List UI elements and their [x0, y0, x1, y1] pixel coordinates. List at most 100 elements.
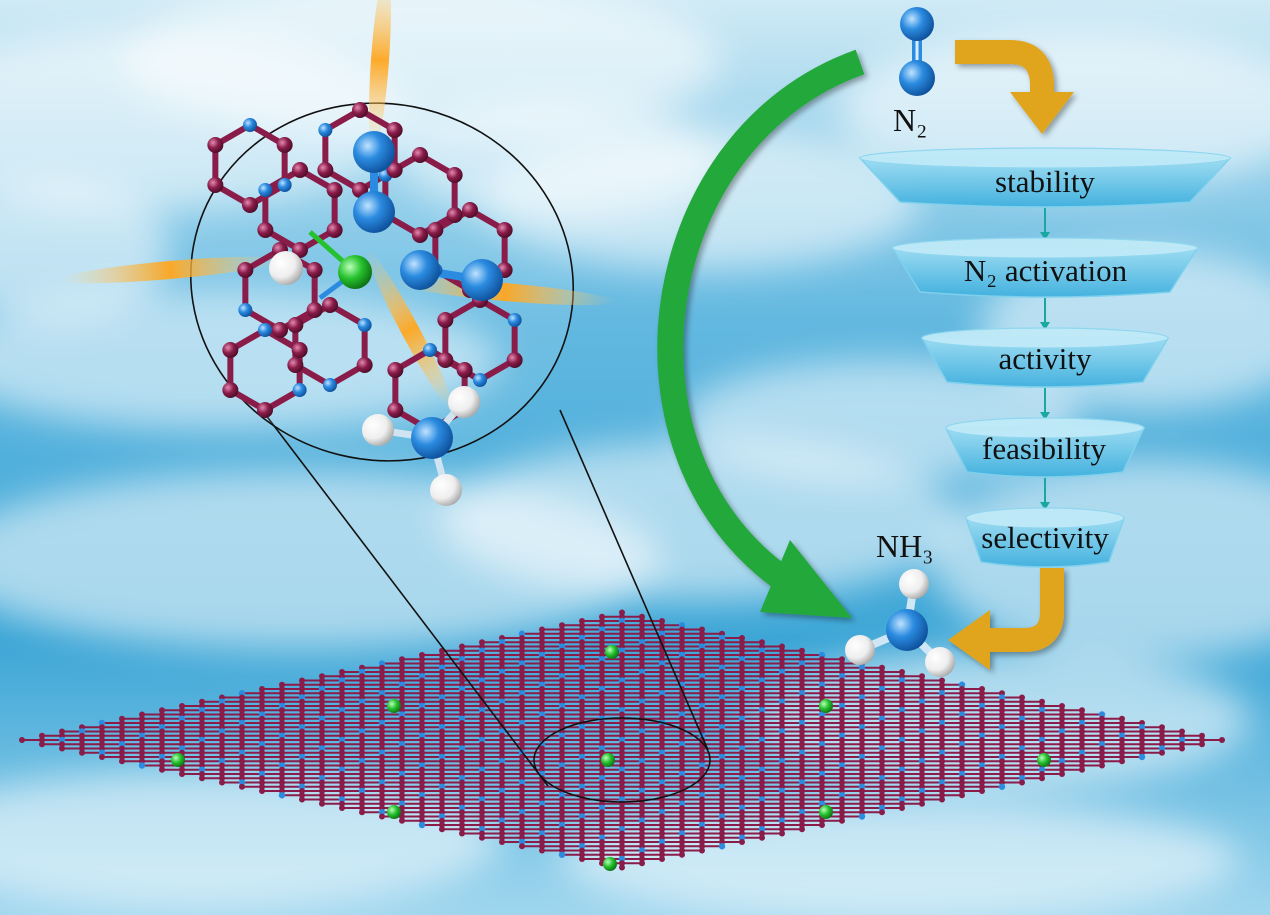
sheet-carbon-atom — [579, 766, 585, 773]
sheet-carbon-atom — [479, 686, 485, 692]
sheet-carbon-atom — [519, 635, 525, 641]
sheet-carbon-atom — [259, 758, 265, 765]
sheet-nitrogen-atom — [638, 668, 646, 676]
sheet-carbon-atom — [279, 694, 285, 701]
sheet-nitrogen-atom — [678, 770, 686, 778]
sheet-carbon-atom — [679, 805, 685, 811]
sheet-carbon-atom — [659, 851, 665, 858]
sheet-carbon-atom — [519, 766, 525, 773]
sheet-nitrogen-atom — [578, 783, 586, 790]
sheet-carbon-atom — [279, 741, 285, 748]
sheet-carbon-atom — [499, 711, 505, 718]
sheet-carbon-atom — [199, 720, 205, 726]
sheet-carbon-atom — [619, 635, 625, 641]
sheet-nitrogen-atom — [298, 783, 306, 790]
sheet-carbon-atom — [619, 694, 625, 701]
sheet-nitrogen-atom — [458, 775, 466, 782]
sheet-carbon-atom — [439, 732, 445, 739]
sheet-carbon-atom — [739, 822, 745, 828]
sheet-carbon-atom — [639, 737, 645, 743]
sheet-carbon-atom — [619, 834, 625, 841]
sheet-carbon-atom — [699, 754, 705, 760]
sheet-carbon-atom — [279, 779, 285, 786]
sheet-carbon-atom — [739, 826, 745, 833]
sheet-nitrogen-atom — [538, 800, 546, 807]
sheet-carbon-atom — [639, 766, 645, 773]
sheet-carbon-atom — [259, 732, 265, 739]
sheet-carbon-atom — [259, 749, 265, 756]
sheet-carbon-atom — [379, 737, 385, 743]
sheet-carbon-atom — [559, 630, 565, 637]
sheet-carbon-atom — [599, 851, 605, 858]
sheet-carbon-atom — [699, 677, 705, 684]
sheet-nitrogen-atom — [178, 745, 186, 752]
sheet-carbon-atom — [639, 830, 645, 837]
sheet-carbon-atom — [159, 707, 165, 714]
sheet-carbon-atom — [599, 809, 605, 816]
sheet-carbon-atom — [759, 741, 765, 748]
sheet-carbon-atom — [759, 779, 765, 786]
sheet-carbon-atom — [439, 758, 445, 765]
sheet-carbon-atom — [799, 647, 805, 654]
sheet-nitrogen-atom — [718, 843, 726, 850]
sheet-carbon-atom — [499, 741, 505, 748]
sheet-carbon-atom — [699, 715, 705, 722]
sheet-carbon-atom — [439, 669, 445, 675]
sheet-nitrogen-atom — [438, 753, 446, 761]
sheet-carbon-atom — [239, 783, 245, 790]
sheet-carbon-atom — [439, 822, 445, 828]
sheet-carbon-atom — [39, 737, 45, 743]
sheet-carbon-atom — [559, 830, 565, 837]
sheet-carbon-atom — [319, 677, 325, 684]
sheet-carbon-atom — [599, 660, 605, 667]
sheet-carbon-atom — [659, 724, 665, 731]
sheet-carbon-atom — [519, 737, 525, 743]
sheet-carbon-atom — [399, 762, 405, 769]
sheet-carbon-atom — [679, 843, 685, 850]
sheet-carbon-atom — [59, 728, 65, 735]
sheet-carbon-atom — [199, 771, 205, 777]
sheet-nitrogen-atom — [778, 728, 786, 735]
sheet-carbon-atom — [399, 788, 405, 794]
sheet-carbon-atom — [319, 737, 325, 743]
sheet-carbon-atom — [599, 618, 605, 624]
sheet-nitrogen-atom — [198, 766, 206, 773]
sheet-carbon-atom — [659, 813, 665, 820]
sheet-carbon-atom — [499, 771, 505, 777]
sheet-nitrogen-atom — [658, 630, 666, 637]
sheet-carbon-atom — [259, 788, 265, 794]
sheet-carbon-atom — [199, 724, 205, 731]
sheet-carbon-atom — [579, 745, 585, 752]
sheet-carbon-atom — [419, 749, 425, 756]
sheet-nitrogen-atom — [278, 762, 286, 769]
sheet-carbon-atom — [239, 754, 245, 760]
sheet-carbon-atom — [459, 720, 465, 726]
sheet-carbon-atom — [659, 800, 665, 807]
sheet-carbon-atom — [559, 686, 565, 692]
sheet-carbon-atom — [519, 758, 525, 765]
sheet-carbon-atom — [619, 843, 625, 850]
sheet-carbon-atom — [619, 864, 625, 871]
sheet-carbon-atom — [779, 737, 785, 743]
sheet-carbon-atom — [619, 783, 625, 790]
sheet-carbon-atom — [779, 796, 785, 803]
sheet-carbon-atom — [359, 749, 365, 756]
sheet-carbon-atom — [599, 732, 605, 739]
sheet-nitrogen-atom — [498, 817, 506, 824]
sheet-carbon-atom — [479, 809, 485, 816]
sheet-carbon-atom — [239, 694, 245, 701]
sheet-carbon-atom — [39, 732, 45, 739]
sheet-carbon-atom — [539, 758, 545, 765]
sheet-carbon-atom — [479, 817, 485, 824]
sheet-carbon-atom — [459, 647, 465, 654]
sheet-carbon-atom — [579, 737, 585, 743]
sheet-carbon-atom — [679, 643, 685, 650]
sheet-carbon-atom — [479, 664, 485, 671]
sheet-nitrogen-atom — [378, 779, 386, 786]
sheet-carbon-atom — [759, 711, 765, 718]
sheet-carbon-atom — [719, 775, 725, 782]
sheet-carbon-atom — [419, 711, 425, 718]
sheet-carbon-atom — [479, 834, 485, 841]
sheet-carbon-atom — [59, 745, 65, 752]
sheet-carbon-atom — [319, 766, 325, 773]
